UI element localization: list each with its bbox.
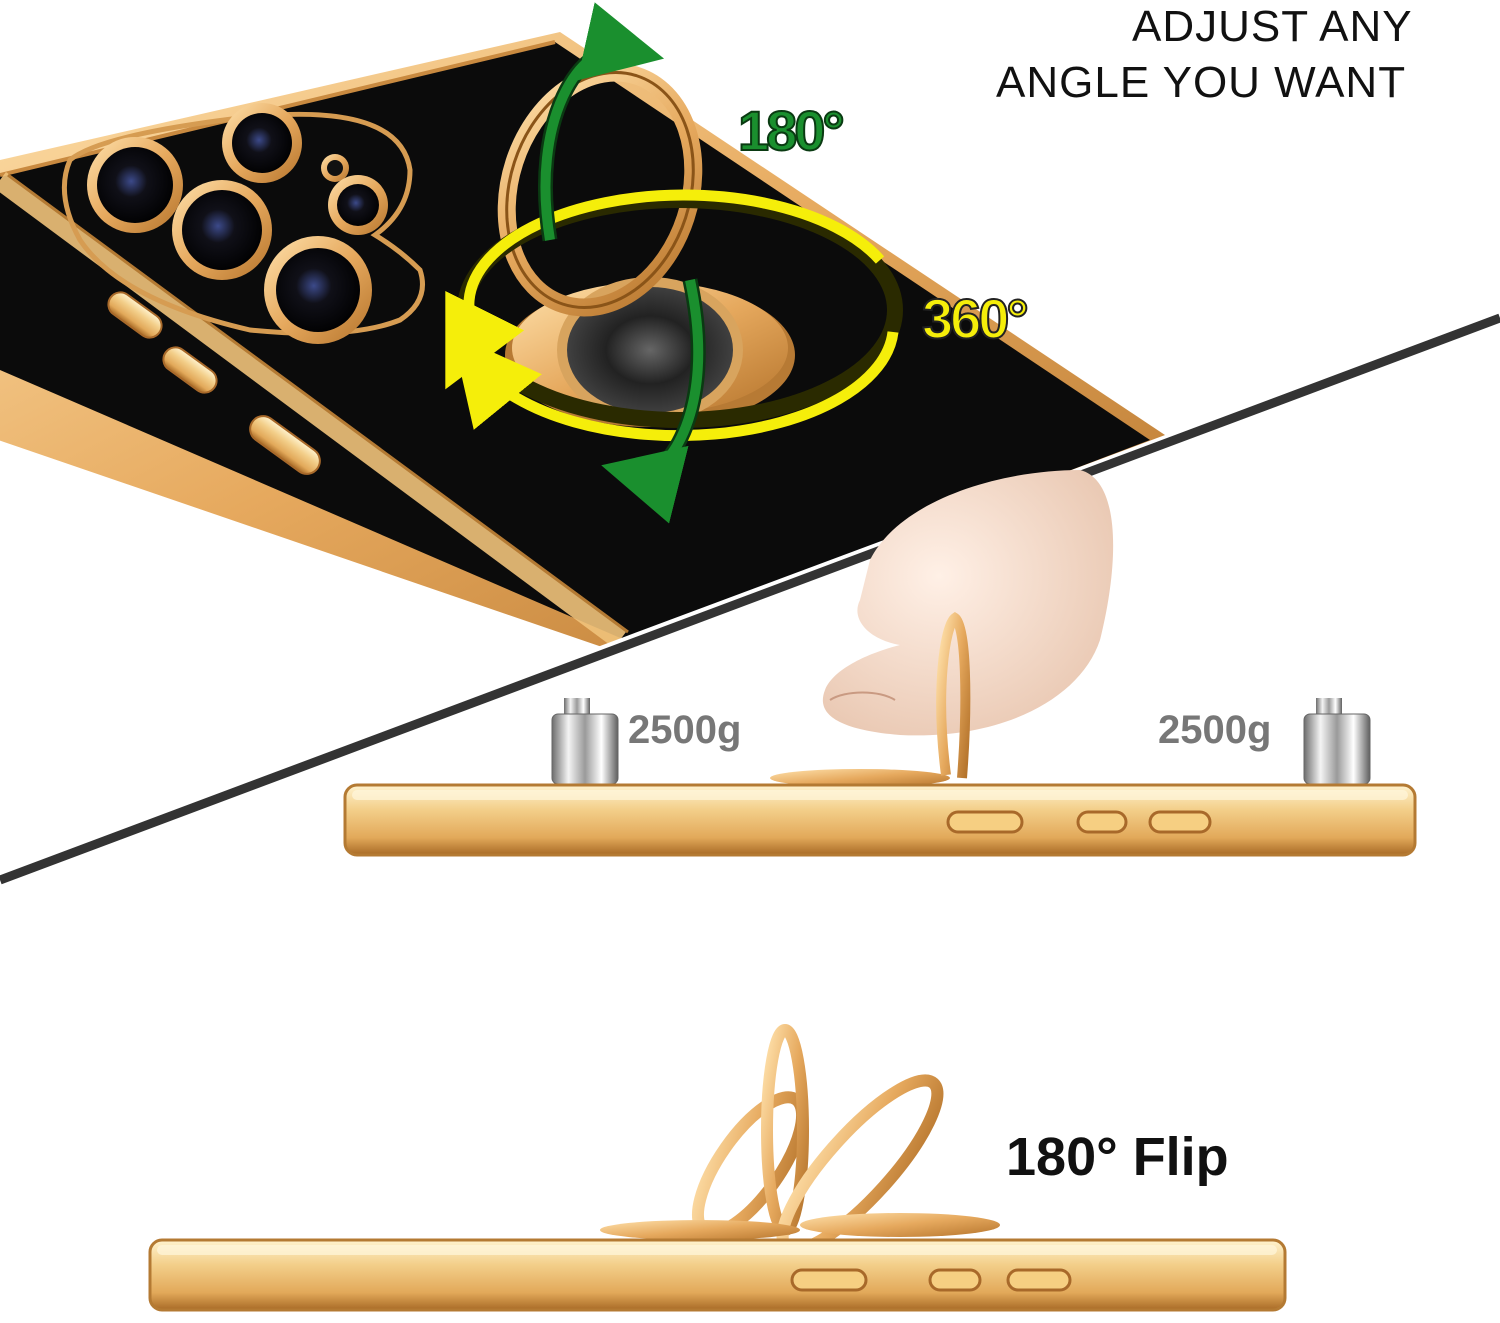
headline-line-1: ADJUST ANY [1132, 2, 1413, 51]
side-phone-case-flip [148, 1238, 1287, 1312]
side-buttons [107, 291, 321, 475]
side-phone-case-loaded [343, 611, 1417, 857]
camera-lens-icon [87, 103, 388, 344]
vertical-rotation-label: 180° [737, 98, 846, 163]
horizontal-rotation-label: 360° [921, 286, 1030, 351]
left-weight-label: 2500g [628, 708, 742, 752]
rotate-arrow-icon [445, 2, 903, 524]
tilted-phone-case [0, 2, 1180, 660]
finger [822, 470, 1114, 736]
flip-label: 180° Flip [1006, 1127, 1229, 1187]
right-weight-label: 2500g [1158, 708, 1272, 752]
headline-line-2: ANGLE YOU WANT [996, 58, 1407, 107]
